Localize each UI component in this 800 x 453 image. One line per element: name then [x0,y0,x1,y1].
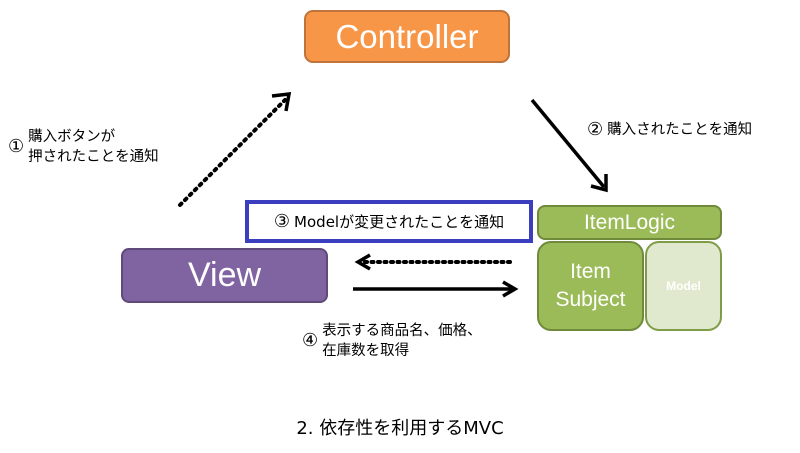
model-node: Model [645,241,722,331]
view-label: View [187,256,262,294]
step-4-line2: 在庫数を取得 [322,343,410,359]
step-3-highlight-box: ③ Modelが変更されたことを通知 [245,200,533,243]
step-2-label: ② 購入されたことを通知 [587,120,752,140]
step-4-label: ④ 表示する商品名、価格、 在庫数を取得 [302,321,482,361]
controller-node: Controller [304,10,510,63]
itemlogic-node: ItemLogic [537,205,722,240]
arrow-view-to-model-fetch [353,280,519,298]
view-node: View [121,248,328,303]
itemlogic-label: ItemLogic [583,210,676,234]
step-3-number: ③ [273,211,291,232]
step-4-number: ④ [302,330,319,351]
diagram-caption: 2. 依存性を利用するMVC [296,418,504,439]
arrow-view-to-controller [178,91,292,207]
step-1-number: ① [8,136,25,157]
arrow-model-to-view-notify [354,253,512,271]
itemsubject-label-line1: Item [570,260,611,283]
step-2-text: 購入されたことを通知 [607,122,753,138]
arrow-controller-to-itemlogic [530,98,608,193]
step-1-line2: 押されたことを通知 [28,149,159,165]
step-1-label: ① 購入ボタンが 押されたことを通知 [8,127,159,167]
step-3-text: Modelが変更されたことを通知 [294,213,505,231]
itemsubject-node: Item Subject [537,241,644,331]
model-label: Model [666,279,701,293]
step-1-line1: 購入ボタンが [28,129,116,145]
itemsubject-label-line2: Subject [555,288,626,311]
controller-label: Controller [335,17,479,55]
step-4-line1: 表示する商品名、価格、 [322,323,482,339]
step-2-number: ② [587,119,604,140]
